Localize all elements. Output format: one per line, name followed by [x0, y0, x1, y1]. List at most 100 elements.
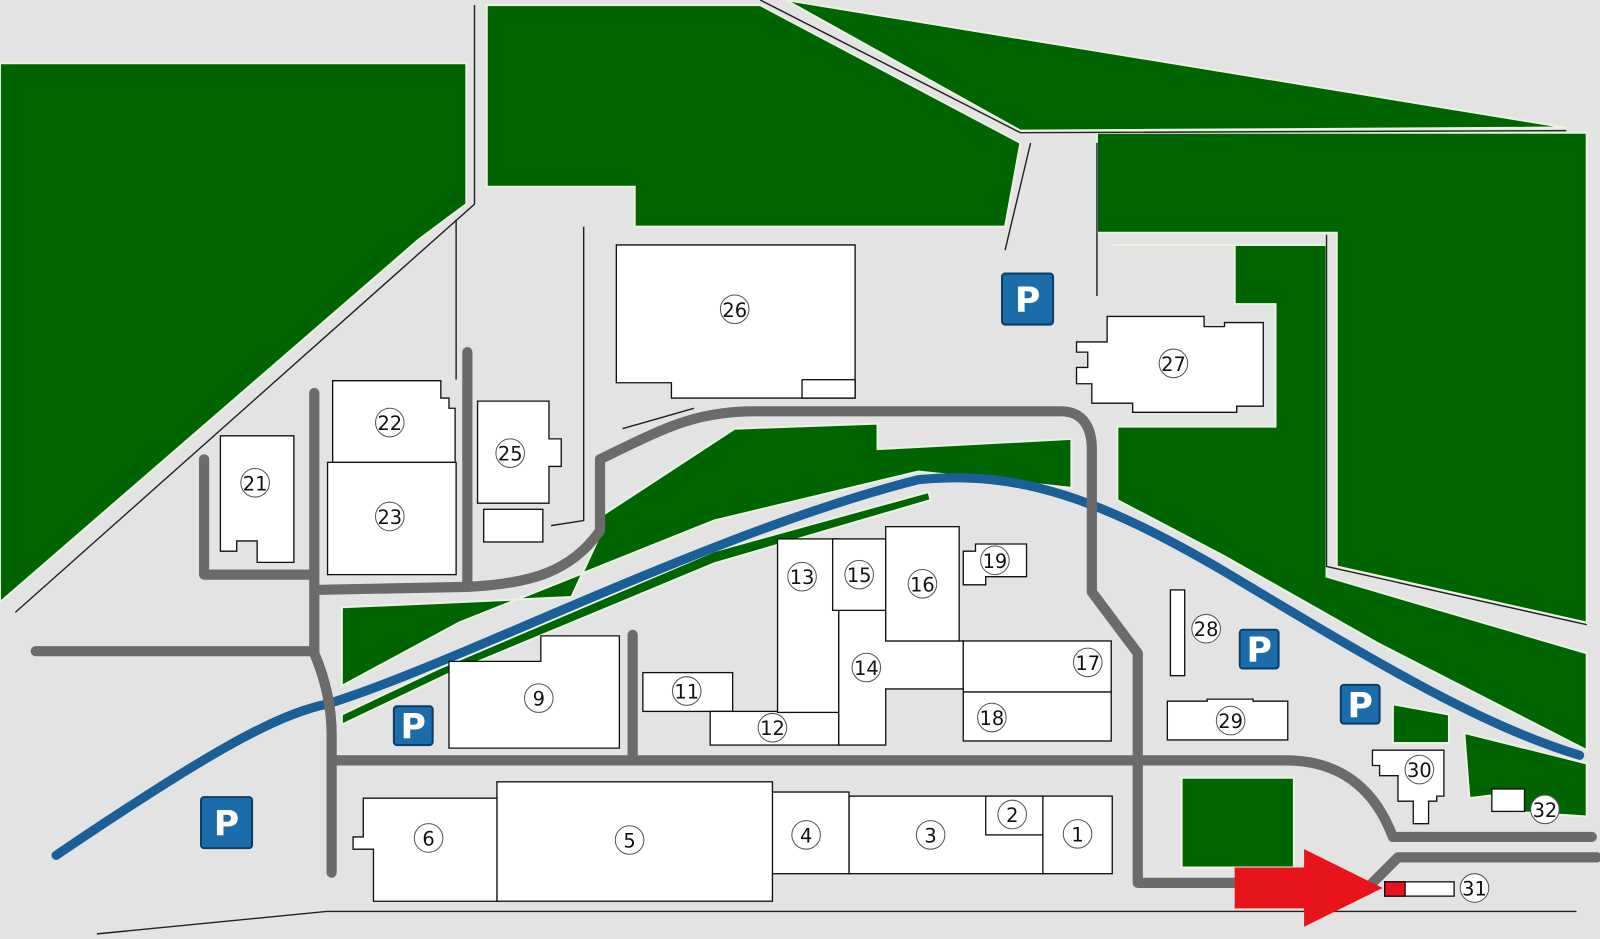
- parking-letter: P: [401, 708, 426, 748]
- parking-letter: P: [214, 805, 239, 845]
- building-number: 15: [847, 564, 872, 587]
- label-circle: [375, 501, 405, 532]
- building-number: 21: [243, 472, 268, 495]
- building-label-16[interactable]: 16: [907, 569, 938, 599]
- building-label-12[interactable]: 12: [757, 712, 788, 743]
- building-label-27[interactable]: 27: [1158, 348, 1189, 379]
- label-circle: [1072, 647, 1103, 678]
- label-circle: [1158, 348, 1189, 379]
- label-circle: [413, 823, 444, 853]
- building-label-1[interactable]: 1: [1062, 819, 1093, 849]
- parking-letter: P: [1246, 631, 1271, 671]
- building-label-28[interactable]: 28: [1191, 613, 1221, 644]
- building-number: 4: [800, 824, 812, 847]
- label-circle: [977, 702, 1007, 733]
- building-label-26[interactable]: 26: [719, 294, 750, 325]
- label-circle: [757, 712, 788, 743]
- forest-northeast-strip: [785, 0, 1567, 132]
- parking-sign-box: [1001, 272, 1055, 326]
- building-label-6[interactable]: 6: [413, 823, 444, 853]
- building-label-17[interactable]: 17: [1072, 647, 1103, 678]
- building-number: 11: [674, 681, 699, 704]
- label-circle: [495, 438, 525, 468]
- building-label-19[interactable]: 19: [980, 545, 1010, 576]
- building-number: 9: [533, 688, 545, 711]
- label-circle: [1404, 754, 1435, 785]
- boundary-lines: [14, 0, 1587, 935]
- parking-signs: P P P P P: [200, 272, 1381, 850]
- building-label-32[interactable]: 32: [1530, 794, 1560, 825]
- river: [51, 473, 1585, 860]
- building-number: 19: [983, 550, 1008, 573]
- forest-areas: [0, 0, 1588, 869]
- building-label-22[interactable]: 22: [375, 407, 405, 438]
- building-label-14[interactable]: 14: [851, 652, 882, 683]
- building-label-4[interactable]: 4: [791, 820, 821, 850]
- building-label-5[interactable]: 5: [614, 825, 645, 855]
- parking-sign-box: [392, 705, 434, 747]
- parking-icon[interactable]: P: [1001, 272, 1055, 326]
- parking-icon[interactable]: P: [1238, 628, 1280, 671]
- building-21-outline[interactable]: [219, 435, 295, 564]
- label-circle: [1062, 819, 1093, 849]
- building-label-13[interactable]: 13: [787, 561, 817, 592]
- label-circle: [523, 683, 554, 713]
- label-circle: [1215, 705, 1246, 736]
- building-number: 18: [980, 707, 1005, 730]
- building-32-outline[interactable]: [1491, 788, 1526, 813]
- label-circle: [1191, 613, 1221, 644]
- building-label-15[interactable]: 15: [844, 559, 874, 590]
- building-label-23[interactable]: 23: [375, 501, 405, 532]
- building-number: 30: [1407, 759, 1432, 782]
- building-label-31[interactable]: 31: [1459, 873, 1490, 903]
- building-number: 1: [1071, 823, 1083, 846]
- label-circle: [787, 561, 817, 592]
- building-31-highlight: [1384, 881, 1406, 897]
- location-arrow-icon: [1234, 849, 1383, 927]
- building-label-29[interactable]: 29: [1215, 705, 1246, 736]
- building-number: 32: [1533, 799, 1558, 822]
- building-number: 5: [623, 830, 635, 853]
- building-label-30[interactable]: 30: [1404, 754, 1435, 785]
- label-circle: [240, 467, 270, 498]
- label-circle: [980, 545, 1010, 576]
- building-number: 12: [760, 717, 785, 740]
- parking-sign-box: [200, 796, 254, 850]
- building-number: 27: [1161, 353, 1186, 376]
- building-28-outline[interactable]: [1169, 589, 1186, 677]
- building-label-9[interactable]: 9: [523, 683, 554, 713]
- label-circle: [375, 407, 405, 438]
- building-label-25[interactable]: 25: [495, 438, 525, 468]
- building-label-11[interactable]: 11: [671, 676, 702, 706]
- label-circle: [614, 825, 645, 855]
- building-number: 31: [1462, 877, 1487, 900]
- label-circle: [851, 652, 882, 683]
- forest-east-inner: [1112, 243, 1588, 752]
- label-circle: [719, 294, 750, 325]
- building-number: 13: [790, 566, 815, 589]
- parking-icon[interactable]: P: [200, 796, 254, 850]
- building-number: 26: [722, 299, 747, 322]
- building-number: 22: [377, 412, 402, 435]
- forest-north: [485, 4, 1022, 228]
- forest-square: [1180, 776, 1295, 869]
- building-label-18[interactable]: 18: [977, 702, 1007, 733]
- building-label-3[interactable]: 3: [915, 820, 946, 850]
- forest-riverbank-south: [340, 490, 932, 727]
- forest-west: [0, 62, 468, 604]
- building-label-2[interactable]: 2: [997, 799, 1028, 830]
- building-number: 17: [1075, 652, 1100, 675]
- label-circle: [844, 559, 874, 590]
- building-number: 28: [1194, 618, 1219, 641]
- label-circle: [1530, 794, 1560, 825]
- building-number: 29: [1218, 710, 1243, 733]
- parking-icon[interactable]: P: [1339, 683, 1381, 726]
- building-number: 3: [924, 824, 936, 847]
- parking-letter: P: [1347, 686, 1372, 726]
- label-circle: [671, 676, 702, 706]
- parking-icon[interactable]: P: [392, 705, 434, 748]
- building-label-21[interactable]: 21: [240, 467, 270, 498]
- parking-letter: P: [1015, 281, 1040, 321]
